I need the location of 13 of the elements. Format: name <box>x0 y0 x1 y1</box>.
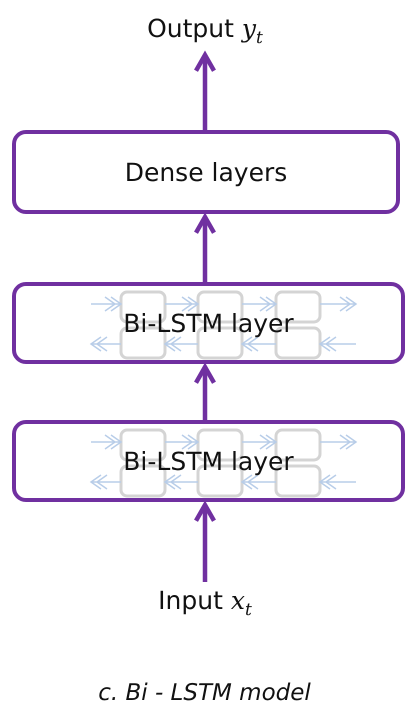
arrow <box>194 214 216 282</box>
layer-box <box>12 420 405 502</box>
layer-label: Bi-LSTM layer <box>123 446 294 476</box>
node-label: Input x$_{t}$ <box>158 586 252 620</box>
arrow <box>194 364 216 420</box>
layer-label: Bi-LSTM layer <box>123 308 294 338</box>
arrow <box>194 52 216 130</box>
layer-label: Dense layers <box>124 158 288 186</box>
figure-caption: c. Bi - LSTM model <box>97 680 312 706</box>
arrow <box>194 502 216 582</box>
node-label: Output y$_{t}$ <box>147 14 263 48</box>
layer-box <box>12 282 405 364</box>
layer-box <box>12 130 400 214</box>
